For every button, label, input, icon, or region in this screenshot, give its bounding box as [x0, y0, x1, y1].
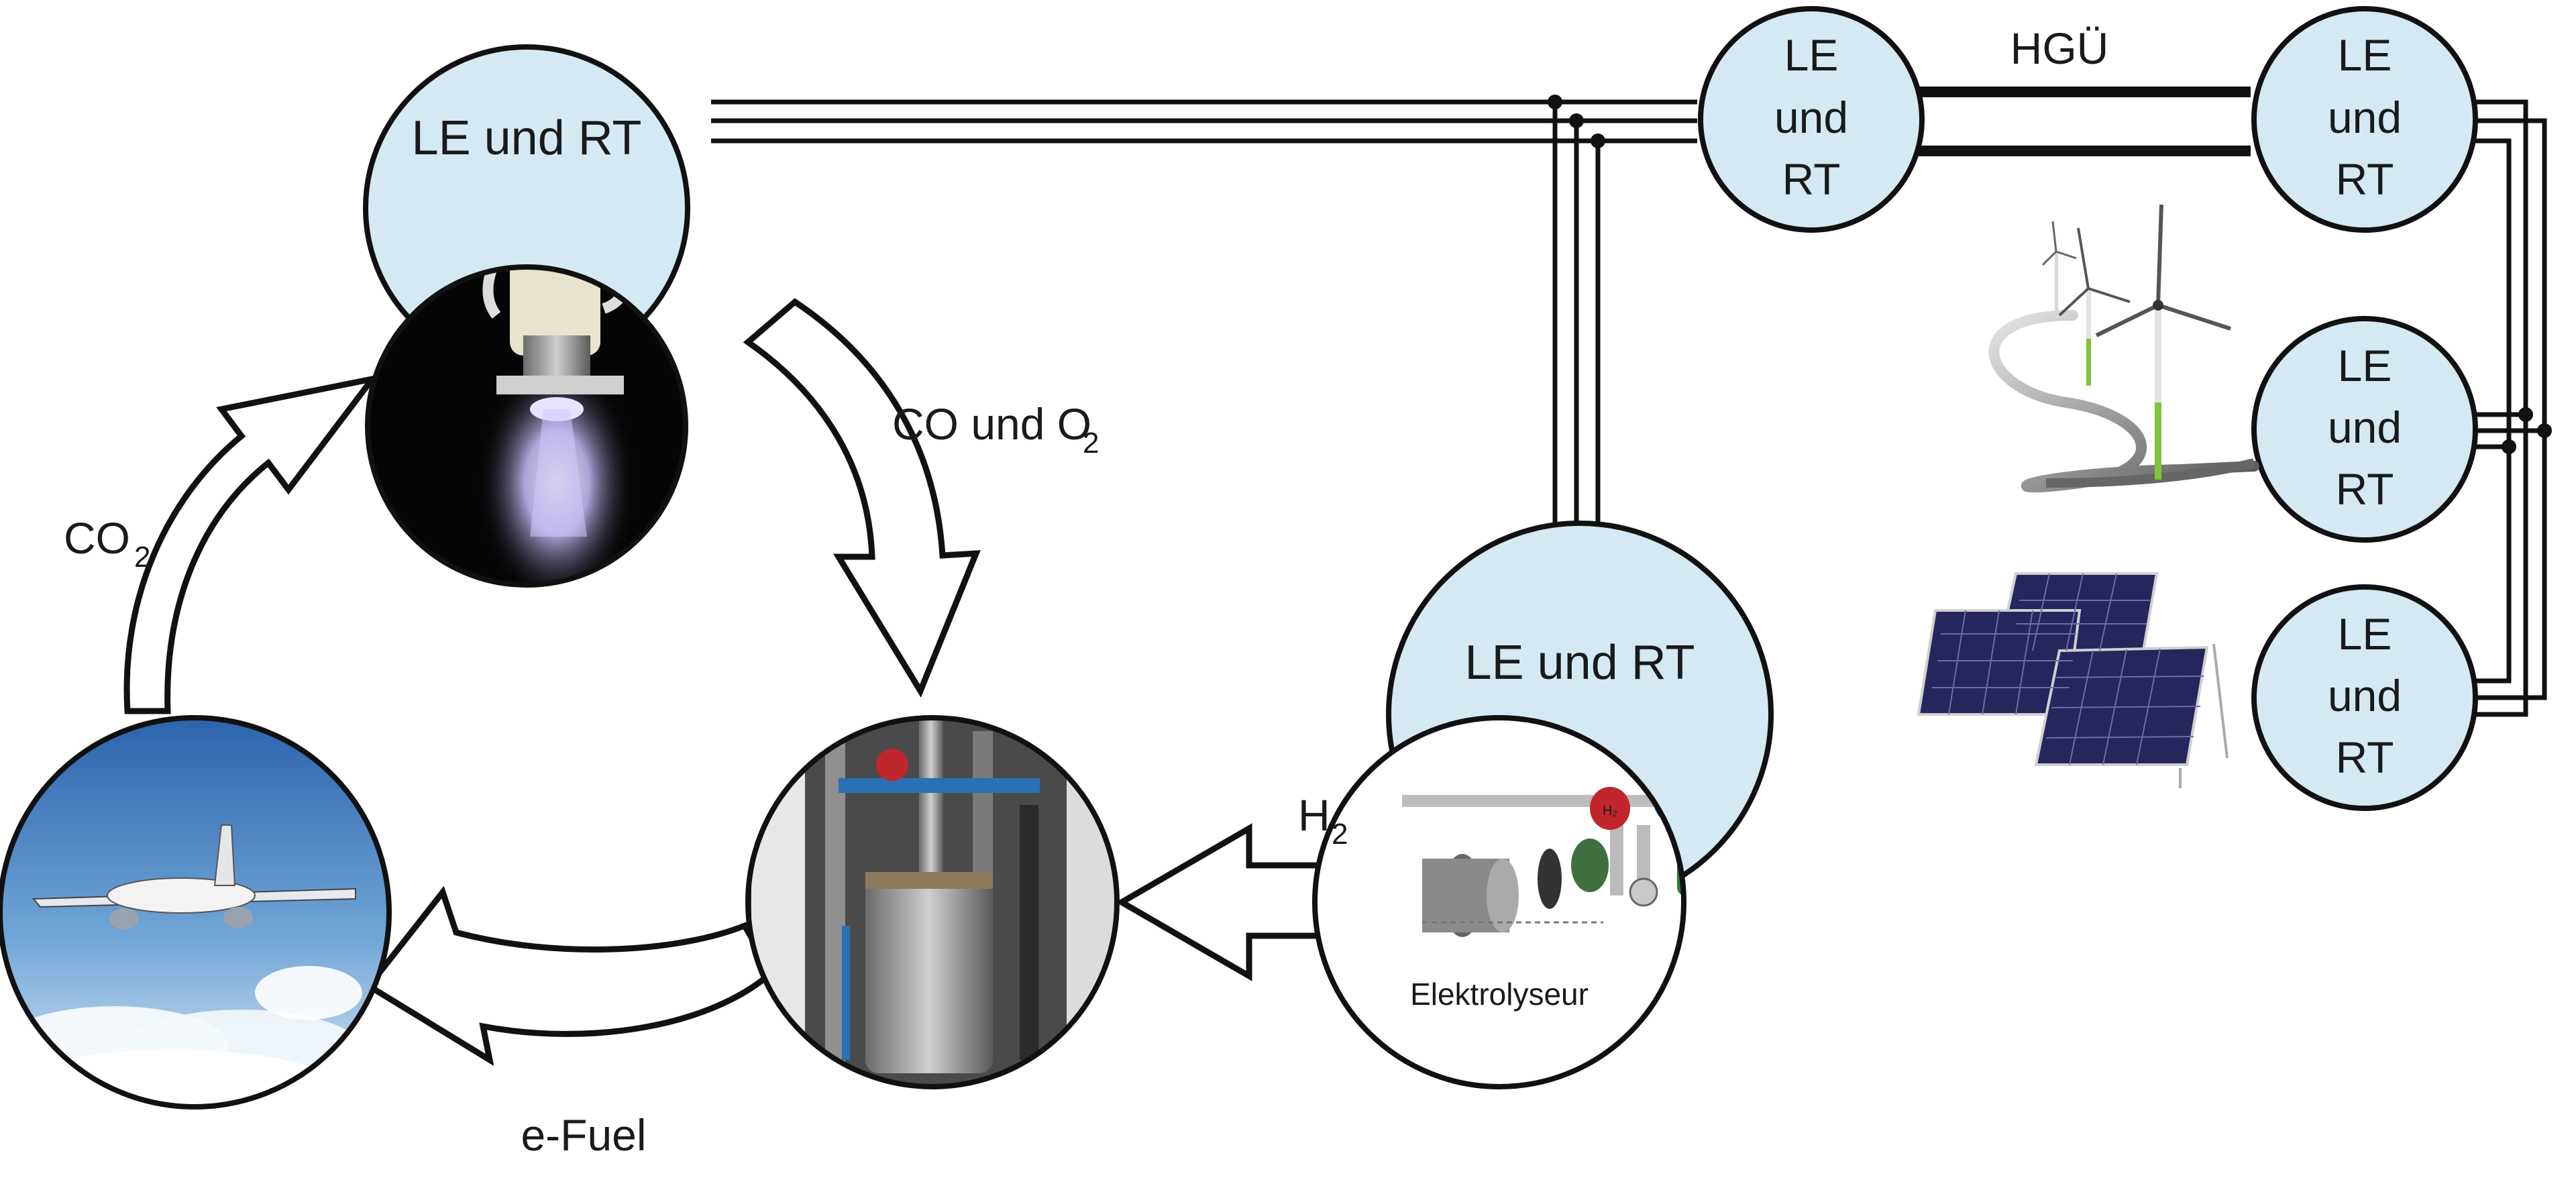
svg-text:RT: RT: [1782, 154, 1841, 204]
svg-text:RT: RT: [2336, 733, 2394, 782]
svg-text:CO: CO: [64, 513, 130, 563]
electrolyser-caption: Elektrolyseur: [1410, 977, 1589, 1012]
svg-text:und: und: [2328, 402, 2402, 452]
converter-node-middle: LE und RT: [1698, 6, 1925, 233]
svg-text:und: und: [2328, 671, 2402, 720]
reactor-photo: [745, 715, 1120, 1089]
svg-text:2: 2: [134, 541, 150, 574]
converter-node-wind: LE und RT: [2251, 316, 2478, 543]
solar-panel-icon: [1917, 572, 2229, 788]
svg-text:LE: LE: [2338, 30, 2392, 80]
hgu-label: HGÜ: [2010, 23, 2109, 73]
h2-label: H 2: [1298, 790, 1348, 851]
airplane-photo: [0, 715, 392, 1110]
svg-text:und: und: [2328, 93, 2402, 142]
converter-node-right-top: LE und RT: [2251, 6, 2478, 233]
svg-text:H: H: [1298, 790, 1330, 840]
svg-text:LE: LE: [1784, 30, 1839, 80]
co-o2-arrow: [743, 298, 981, 698]
efuel-arrow: [364, 885, 775, 1067]
svg-text:LE: LE: [2338, 609, 2392, 659]
electrolyser-node-label: LE und RT: [1465, 636, 1695, 690]
h2-tank-label: H₂: [1603, 804, 1617, 818]
co2-arrow: [123, 374, 380, 714]
co-o2-label: CO und O 2: [892, 399, 1099, 459]
svg-text:und: und: [1774, 93, 1848, 142]
plasma-node-label: LE und RT: [412, 111, 642, 165]
electrolyzer-illustration: H₂ O₂ KOH Elektrolyseur: [1312, 715, 1686, 1089]
efuel-label: e-Fuel: [521, 1110, 646, 1160]
svg-text:2: 2: [1083, 427, 1099, 459]
plasma-torch-photo: [365, 264, 688, 588]
svg-text:CO und O: CO und O: [892, 399, 1091, 449]
wind-turbine-icon: [1988, 204, 2259, 493]
svg-text:2: 2: [1332, 818, 1348, 851]
electrolyser-node: LE und RT H₂ O₂ KOH: [1312, 521, 1774, 1089]
svg-text:RT: RT: [2336, 154, 2394, 204]
svg-text:LE: LE: [2338, 341, 2392, 390]
co2-label: CO 2: [64, 513, 150, 574]
grid-wiring: [711, 87, 2552, 717]
converter-node-solar: LE und RT: [2251, 584, 2478, 811]
plasma-node: LE und RT: [363, 44, 690, 588]
svg-text:RT: RT: [2336, 464, 2394, 514]
